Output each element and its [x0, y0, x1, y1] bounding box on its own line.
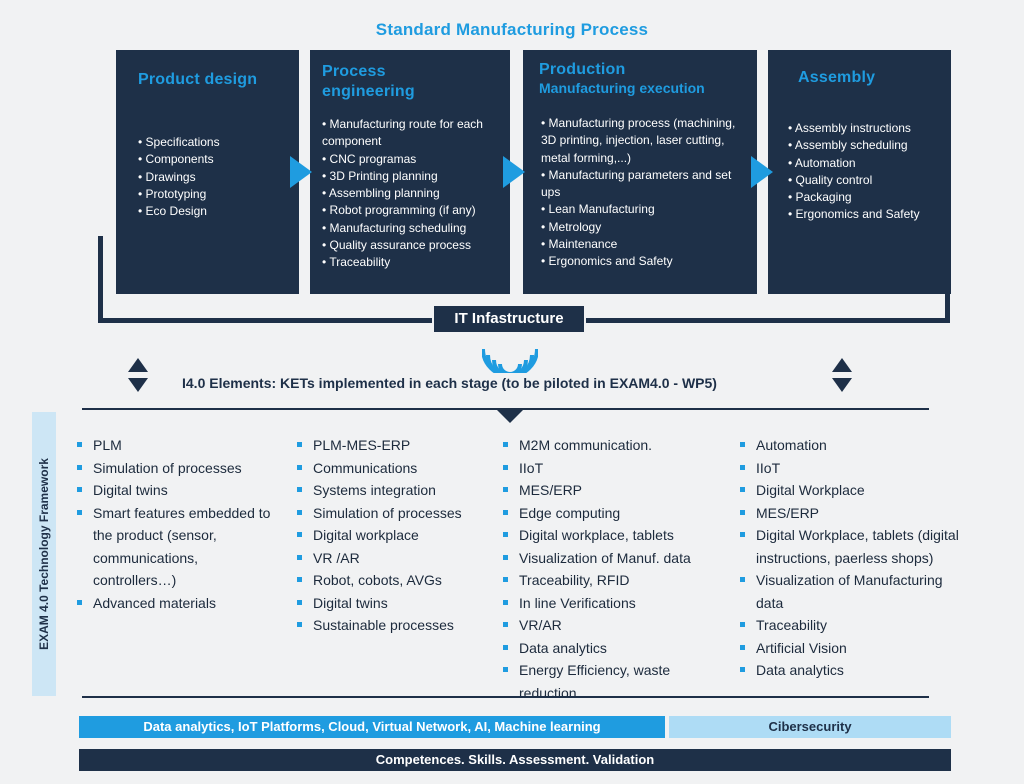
stage-item: Assembly instructions	[788, 120, 945, 137]
list-item: Visualization of Manuf. data	[503, 547, 729, 570]
list-item: Visualization of Manufacturing data	[740, 569, 972, 614]
list-item: Data analytics	[740, 659, 972, 682]
list-item: Automation	[740, 434, 972, 457]
list-item: MES/ERP	[740, 502, 972, 525]
list-item: VR/AR	[503, 614, 729, 637]
stage-item: Maintenance	[541, 236, 747, 253]
elements-column-2: PLM-MES-ERP Communications Systems integ…	[297, 434, 497, 637]
list-item: Traceability, RFID	[503, 569, 729, 592]
stage-item: Automation	[788, 155, 945, 172]
list-item: MES/ERP	[503, 479, 729, 502]
framework-label: EXAM 4.0 Technology Framework	[37, 458, 51, 650]
list-item: PLM	[77, 434, 277, 457]
list-item: Digital workplace, tablets	[503, 524, 729, 547]
stage-title: Product design	[138, 71, 258, 88]
list-item: PLM-MES-ERP	[297, 434, 497, 457]
it-infrastructure-label: IT Infastructure	[432, 304, 586, 334]
list-item: Digital Workplace, tablets (digital inst…	[740, 524, 972, 569]
cibersecurity-bar: Cibersecurity	[669, 716, 951, 738]
stage-production: Production Manufacturing execution Manuf…	[523, 50, 757, 294]
list-item: IIoT	[503, 457, 729, 480]
stage-item: Manufacturing process (machining, 3D pri…	[541, 115, 747, 167]
stage-item: Metrology	[541, 219, 747, 236]
stage-title: Process engineering	[322, 63, 415, 100]
stage-item: Packaging	[788, 189, 945, 206]
competences-bar: Competences. Skills. Assessment. Validat…	[79, 749, 951, 771]
stage-item: Ergonomics and Safety	[788, 206, 945, 223]
list-item: Traceability	[740, 614, 972, 637]
stage-item: Traceability	[322, 254, 502, 271]
stage-items: Manufacturing route for each component C…	[322, 116, 502, 272]
list-item: In line Verifications	[503, 592, 729, 615]
stage-item: Quality assurance process	[322, 237, 502, 254]
elements-column-4: Automation IIoT Digital Workplace MES/ER…	[740, 434, 972, 682]
stage-item: Components	[138, 151, 281, 168]
stage-item: CNC programas	[322, 151, 502, 168]
list-item: Smart features embedded to the product (…	[77, 502, 277, 592]
flow-arrow-icon	[503, 156, 525, 188]
list-item: Sustainable processes	[297, 614, 497, 637]
flow-arrow-icon	[290, 156, 312, 188]
list-item: Simulation of processes	[77, 457, 277, 480]
data-platforms-bar: Data analytics, IoT Platforms, Cloud, Vi…	[79, 716, 665, 738]
stage-items: Assembly instructions Assembly schedulin…	[788, 120, 945, 224]
list-item: IIoT	[740, 457, 972, 480]
stage-items: Specifications Components Drawings Proto…	[138, 134, 281, 220]
stage-item: Quality control	[788, 172, 945, 189]
stage-product-design: Product design Specifications Components…	[116, 50, 299, 294]
stage-title: Assembly	[798, 69, 876, 86]
divider-bottom	[82, 696, 929, 698]
stage-item: Specifications	[138, 134, 281, 151]
stage-item: Robot programming (if any)	[322, 202, 502, 219]
stage-process-engineering: Process engineering Manufacturing route …	[310, 50, 510, 294]
up-down-arrows-icon	[128, 358, 148, 392]
list-item: Digital twins	[77, 479, 277, 502]
elements-column-3: M2M communication. IIoT MES/ERP Edge com…	[503, 434, 729, 704]
up-down-arrows-icon	[832, 358, 852, 392]
list-item: Robot, cobots, AVGs	[297, 569, 497, 592]
stage-item: Manufacturing parameters and set ups	[541, 167, 747, 202]
stage-item: Eco Design	[138, 203, 281, 220]
flow-arrow-icon	[751, 156, 773, 188]
stage-title: Production	[539, 61, 626, 78]
list-item: M2M communication.	[503, 434, 729, 457]
stage-item: Manufacturing route for each component	[322, 116, 502, 151]
stage-assembly: Assembly Assembly instructions Assembly …	[768, 50, 951, 294]
stage-subtitle: Manufacturing execution	[539, 80, 705, 96]
kets-label: I4.0 Elements: KETs implemented in each …	[182, 375, 717, 391]
diagram-title: Standard Manufacturing Process	[375, 20, 649, 39]
list-item: Simulation of processes	[297, 502, 497, 525]
stage-item: Ergonomics and Safety	[541, 253, 747, 270]
wireless-signal-icon	[482, 348, 538, 373]
list-item: Advanced materials	[77, 592, 277, 615]
pointer-down-icon	[496, 409, 524, 423]
list-item: Communications	[297, 457, 497, 480]
list-item: Data analytics	[503, 637, 729, 660]
list-item: Digital twins	[297, 592, 497, 615]
list-item: Digital Workplace	[740, 479, 972, 502]
stage-item: Lean Manufacturing	[541, 201, 747, 218]
stage-item: Prototyping	[138, 186, 281, 203]
stage-item: Manufacturing scheduling	[322, 220, 502, 237]
stage-item: 3D Printing planning	[322, 168, 502, 185]
stage-item: Drawings	[138, 169, 281, 186]
list-item: Systems integration	[297, 479, 497, 502]
list-item: Edge computing	[503, 502, 729, 525]
list-item: Digital workplace	[297, 524, 497, 547]
list-item: Artificial Vision	[740, 637, 972, 660]
framework-label-bar: EXAM 4.0 Technology Framework	[32, 412, 56, 696]
stage-item: Assembling planning	[322, 185, 502, 202]
list-item: VR /AR	[297, 547, 497, 570]
stage-item: Assembly scheduling	[788, 137, 945, 154]
stage-items: Manufacturing process (machining, 3D pri…	[541, 115, 747, 271]
elements-column-1: PLM Simulation of processes Digital twin…	[77, 434, 277, 614]
